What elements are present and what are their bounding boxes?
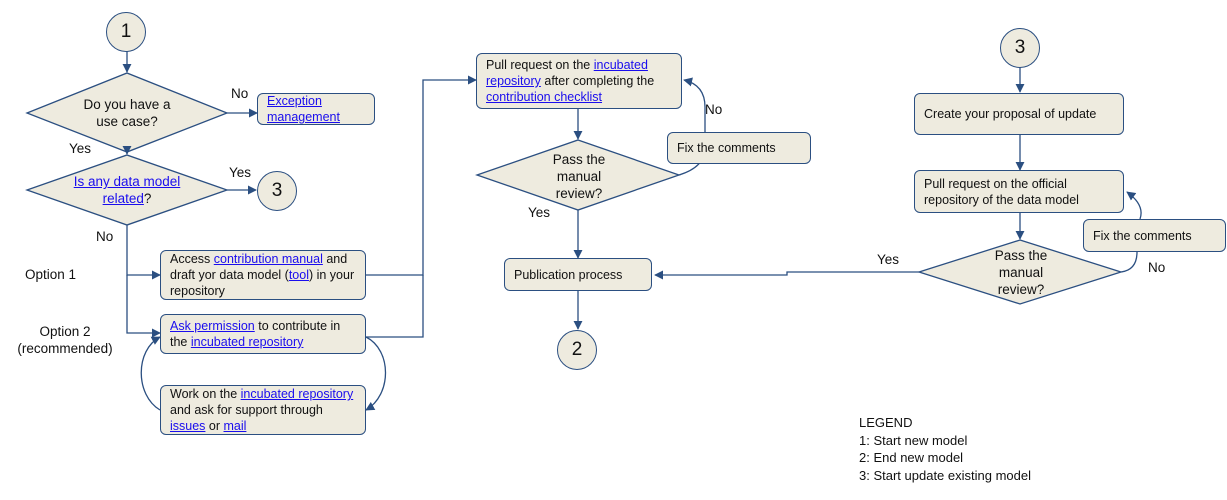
work-box: Work on the incubated repository and ask… (160, 385, 366, 435)
data-model-question-tail: ? (143, 191, 152, 206)
option1-text-1: Access (170, 252, 214, 266)
contribution-manual-link[interactable]: contribution manual (213, 252, 323, 266)
start-node-3-top-label: 3 (1014, 37, 1026, 58)
edge-option1-pr (366, 75, 477, 276)
pr-official-label: Pull request on the official repository … (924, 176, 1079, 207)
fix-comments-label-2: Fix the comments (1093, 228, 1192, 243)
issues-link[interactable]: issues (170, 419, 206, 433)
start-node-1-label: 1 (120, 21, 132, 42)
label-no-exception: No (231, 86, 249, 101)
fix-comments-box-1: Fix the comments (667, 132, 811, 164)
use-case-question: Do you have a use case? (83, 97, 171, 129)
legend-item: 2: End new model (859, 450, 964, 465)
legend-item: 1: Start new model (859, 432, 968, 448)
start-node-1: 1 (106, 12, 146, 52)
edge-fix2-propr (1126, 191, 1142, 220)
edge-fix-pr (683, 77, 706, 132)
label-no-review2: No (1148, 260, 1166, 275)
legend-item: 3: Start update existing model (859, 467, 1031, 483)
edge-work-option2 (140, 336, 161, 411)
label-no-related: No (96, 229, 114, 244)
label-yes-review2: Yes (877, 252, 900, 267)
work-incubated-repository-link[interactable]: incubated repository (240, 387, 354, 401)
label-no-review1: No (705, 102, 723, 117)
pr-text-1: Pull request on the (486, 58, 594, 72)
review2-question: Pass the manual review? (994, 248, 1048, 297)
option2-label: Option 2 (recommended) (5, 323, 125, 357)
pr-incubated-box: Pull request on the incubated repository… (476, 53, 682, 109)
option1-box: Access contribution manual and draft yor… (160, 250, 366, 300)
option1-label: Option 1 (25, 267, 77, 282)
label-yes-review1: Yes (528, 205, 551, 220)
data-model-question: Is any data model related? (72, 173, 182, 207)
mail-link[interactable]: mail (223, 419, 247, 433)
proposal-box: Create your proposal of update (914, 93, 1124, 135)
work-text-3: or (205, 419, 224, 433)
contribution-checklist-link[interactable]: contribution checklist (486, 90, 603, 104)
legend-title: LEGEND (859, 415, 913, 430)
option2-box: Ask permission to contribute in the incu… (160, 314, 366, 354)
work-text-1: Work on the (170, 387, 241, 401)
tool-link[interactable]: tool (288, 268, 309, 282)
pr-incubated-repository-link[interactable]: incubated repository (486, 58, 648, 88)
edge-review2-fix2 (1120, 251, 1138, 273)
pr-official-box: Pull request on the official repository … (914, 170, 1124, 213)
incubated-repository-link[interactable]: incubated repository (190, 335, 304, 349)
edge-option2-work (365, 336, 386, 411)
edge-datamodel-option2 (126, 275, 161, 338)
option2-label-line2: (recommended) (17, 341, 113, 356)
exception-management-link[interactable]: Exception management (267, 94, 340, 124)
publication-process-label: Publication process (514, 267, 623, 282)
edge-option2-pr (366, 275, 424, 338)
label-yes-use-case: Yes (69, 141, 92, 156)
edge-review2-publication (654, 270, 919, 280)
start-node-3-top: 3 (1000, 28, 1040, 68)
data-model-link[interactable]: Is any data model related (73, 174, 181, 206)
proposal-label: Create your proposal of update (924, 107, 1097, 121)
work-text-2: and ask for support through (170, 403, 323, 417)
publication-process-box: Publication process (504, 258, 652, 291)
pr-text-2: after completing the (540, 74, 655, 88)
legend: LEGEND 1: Start new model 2: End new mod… (859, 414, 1031, 484)
option1-text-3: ) in your repository (170, 268, 355, 298)
start-node-3-side: 3 (257, 171, 297, 211)
exception-management-box: Exception management (257, 93, 375, 125)
option2-label-line1: Option 2 (39, 324, 91, 339)
fix-comments-box-2: Fix the comments (1083, 219, 1226, 252)
label-yes-related: Yes (229, 165, 252, 180)
option2-text-1: to contribute in the (170, 319, 341, 349)
edge-datamodel-option1 (126, 225, 161, 280)
fix-comments-label-1: Fix the comments (677, 141, 776, 155)
ask-permission-link[interactable]: Ask permission (170, 319, 255, 333)
option1-text-2: and draft yor data model ( (170, 252, 348, 282)
review1-question: Pass the manual review? (552, 152, 606, 201)
end-node-2-label: 2 (571, 339, 583, 360)
end-node-2: 2 (557, 330, 597, 370)
review2-diamond (916, 239, 1124, 305)
start-node-3-side-label: 3 (271, 180, 283, 201)
